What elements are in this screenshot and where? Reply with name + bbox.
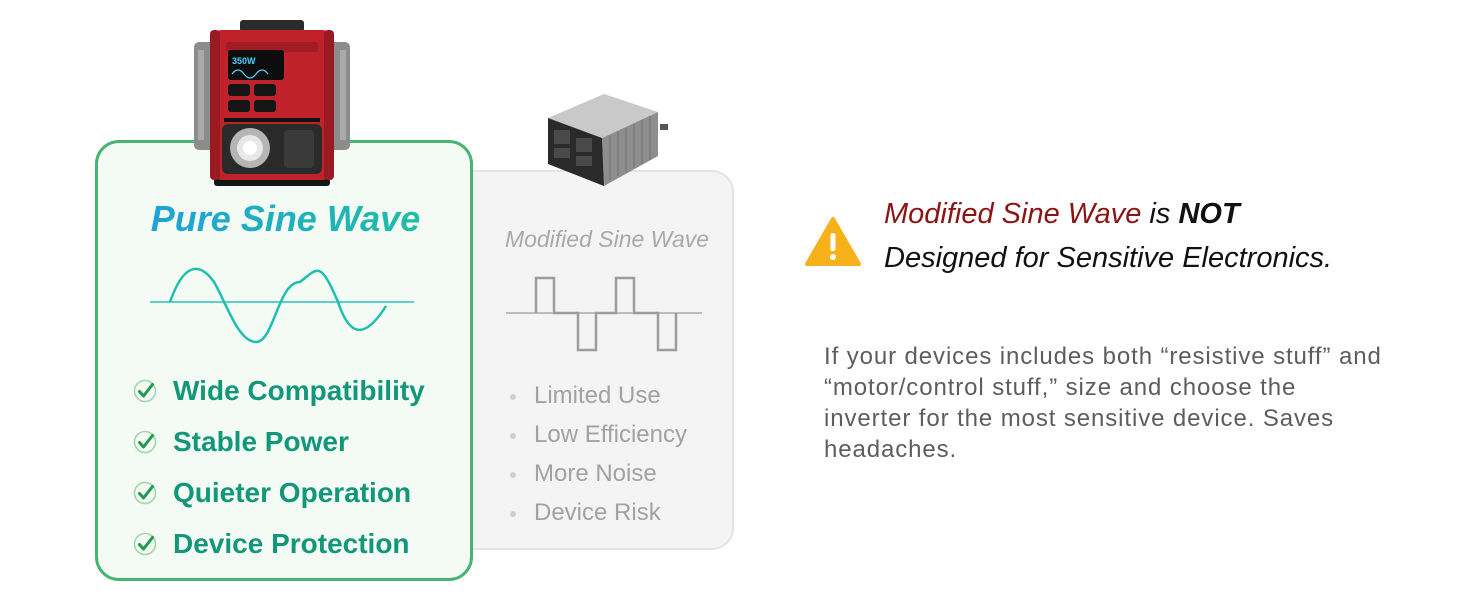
warning-triangle-icon — [805, 217, 861, 266]
svg-text:350W: 350W — [232, 56, 256, 66]
power-station-image: 350W — [194, 20, 350, 186]
modified-sine-title: Modified Sine Wave — [504, 226, 710, 252]
pure-sine-title: Pure Sine Wave — [98, 198, 473, 240]
check-circle-icon — [133, 379, 157, 402]
check-circle-icon — [133, 430, 157, 453]
list-item: Limited Use — [510, 380, 687, 419]
warning-subheading: Designed for Sensitive Electronics. — [884, 242, 1333, 274]
list-item: Low Efficiency — [510, 419, 687, 458]
modified-feature-list: Limited Use Low Efficiency More Noise De… — [510, 380, 687, 536]
square-wave-graphic — [506, 276, 702, 352]
car-inverter-image — [548, 94, 668, 186]
pure-feature-list: Wide Compatibility Stable Power Quieter … — [132, 365, 425, 569]
list-item: Quieter Operation — [132, 467, 425, 518]
list-item: Device Risk — [510, 497, 687, 536]
warning-highlight: Modified Sine Wave — [884, 198, 1142, 230]
list-item: More Noise — [510, 458, 687, 497]
check-circle-icon — [133, 532, 157, 555]
list-item: Device Protection — [132, 518, 425, 569]
modified-sine-card — [432, 170, 734, 550]
list-item: Wide Compatibility — [132, 365, 425, 416]
warning-emphasis: NOT — [1178, 198, 1240, 230]
warning-heading: Modified Sine Wave is NOT — [884, 198, 1240, 231]
advice-paragraph: If your devices includes both “resistive… — [824, 343, 1382, 463]
list-item: Stable Power — [132, 416, 425, 467]
sine-wave-graphic — [150, 267, 414, 344]
warning-connector: is — [1141, 198, 1179, 230]
check-circle-icon — [133, 481, 157, 504]
